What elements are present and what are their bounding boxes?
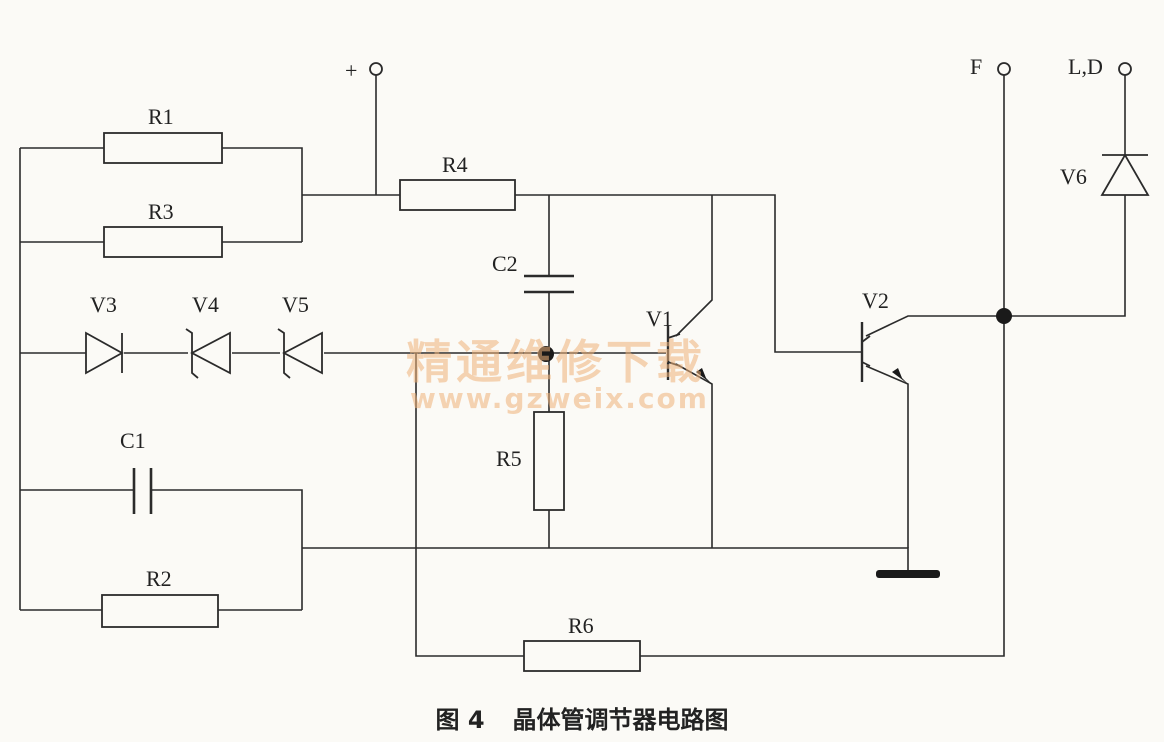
watermark-cn: 精通维修下载: [406, 335, 706, 389]
label-v2: V2: [862, 288, 889, 313]
r6-right-wire: [640, 75, 1005, 657]
f-terminal: [997, 62, 1011, 76]
transistor-v1: [666, 326, 712, 384]
top-bus-wire: [515, 194, 862, 353]
v2-collector-wire: [865, 195, 1126, 337]
plus-terminal: [369, 62, 383, 76]
label-v5: V5: [282, 292, 309, 317]
label-v3: V3: [90, 292, 117, 317]
zener-diode-v5: [277, 328, 323, 379]
capacitor-c1: [132, 468, 153, 514]
resistor-r1: [103, 132, 223, 164]
label-r4: R4: [442, 152, 468, 177]
junction-dot-f-node: [996, 308, 1012, 324]
ld-terminal: [1118, 62, 1132, 76]
resistor-r4: [399, 179, 516, 211]
label-r1: R1: [148, 104, 174, 129]
v2-emitter-wire: [865, 365, 909, 548]
zener-diode-v4: [185, 328, 231, 379]
watermark-url: www.gzweix.com: [410, 382, 709, 415]
ground-icon: [876, 570, 940, 578]
ground-bus-wire: [302, 547, 909, 572]
label-r3: R3: [148, 199, 174, 224]
label-c2: C2: [492, 251, 518, 276]
resistor-r2: [101, 594, 219, 628]
diode-v3: [85, 331, 124, 375]
label-plus-terminal: +: [345, 58, 357, 83]
label-r5: R5: [496, 446, 522, 471]
c1-branch-wire: [20, 489, 303, 610]
label-r6: R6: [568, 613, 594, 638]
junction-dot-base-node: [538, 346, 554, 362]
r6-left-wire: [415, 353, 524, 657]
caption-figure-number: 图 4: [435, 706, 485, 734]
label-v4: V4: [192, 292, 219, 317]
label-v1: V1: [646, 306, 673, 331]
diode-v6: [1100, 153, 1150, 196]
resistor-r5: [533, 411, 565, 511]
transistor-v2: [860, 322, 908, 384]
label-r2: R2: [146, 566, 172, 591]
label-c1: C1: [120, 428, 146, 453]
r1-branch-wire: [20, 147, 303, 242]
caption-title: 晶体管调节器电路图: [512, 706, 729, 734]
label-v6: V6: [1060, 164, 1087, 189]
label-f-terminal: F: [970, 54, 982, 79]
figure-caption: 图 4 晶体管调节器电路图: [0, 700, 1164, 735]
label-ld-terminal: L,D: [1068, 54, 1103, 79]
resistor-r3: [103, 226, 223, 258]
resistor-r6: [523, 640, 641, 672]
capacitor-c2: [524, 274, 574, 294]
v1-collector-wire: [675, 195, 713, 337]
